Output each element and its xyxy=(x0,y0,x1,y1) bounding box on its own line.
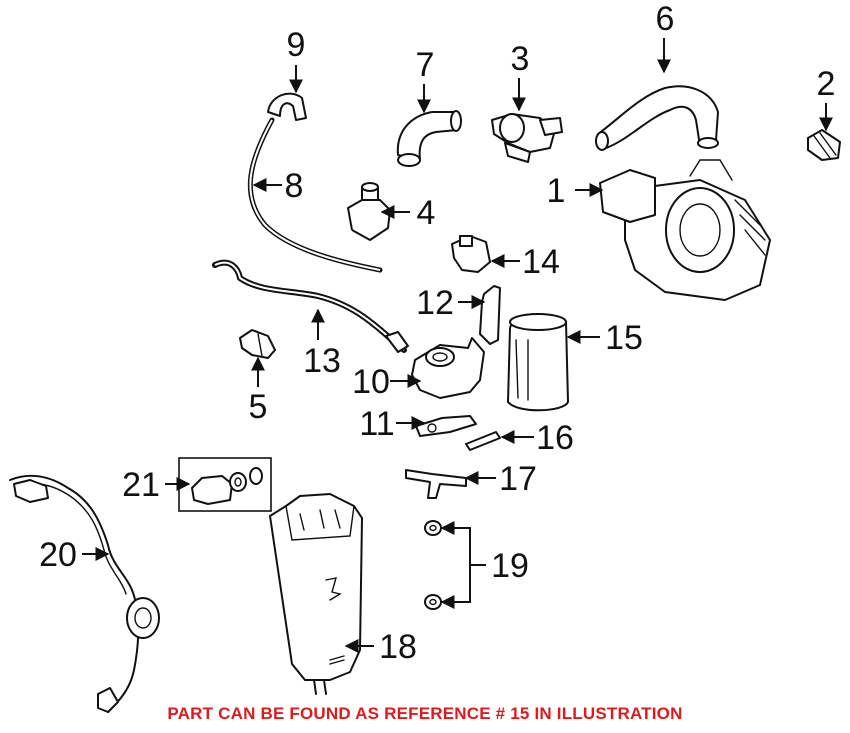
part-12-bracket xyxy=(479,285,501,345)
part-4-check-valve xyxy=(347,182,391,241)
reference-note: PART CAN BE FOUND AS REFERENCE # 15 IN I… xyxy=(167,704,683,723)
callout-numbers: 9 7 3 6 2 1 8 4 14 12 13 15 10 5 11 16 1… xyxy=(39,0,835,666)
callout-16: 16 xyxy=(536,419,574,457)
callout-21: 21 xyxy=(122,466,160,504)
callout-20: 20 xyxy=(39,536,77,574)
callout-10: 10 xyxy=(352,363,390,401)
leader-lines xyxy=(82,38,833,653)
callout-3: 3 xyxy=(511,40,530,78)
callout-2: 2 xyxy=(817,65,836,103)
part-20-line-assembly xyxy=(9,474,160,713)
part-19-grommets xyxy=(424,520,442,610)
part-3-valve-fitting xyxy=(491,113,563,163)
part-5-valve xyxy=(239,329,276,359)
callout-4: 4 xyxy=(417,194,436,232)
part-6-hose xyxy=(595,85,719,151)
part-11-gasket xyxy=(415,415,477,437)
part-1-air-pump xyxy=(599,159,771,301)
callout-8: 8 xyxy=(285,167,304,205)
callout-13: 13 xyxy=(303,342,341,380)
callout-9: 9 xyxy=(287,26,306,64)
part-21-connector-kit xyxy=(178,457,272,512)
part-17-tee-fitting xyxy=(405,469,467,499)
part-9-elbow xyxy=(267,92,307,121)
callout-17: 17 xyxy=(499,460,537,498)
part-18-charcoal-canister xyxy=(269,493,363,695)
callout-18: 18 xyxy=(379,628,417,666)
part-2-valve xyxy=(807,129,841,161)
callout-11: 11 xyxy=(359,405,394,443)
callout-19: 19 xyxy=(491,547,529,585)
callout-5: 5 xyxy=(249,388,268,426)
part-7-elbow-hose xyxy=(396,110,462,167)
part-15-filter-housing xyxy=(507,313,569,412)
callout-12: 12 xyxy=(416,284,454,322)
callout-7: 7 xyxy=(416,46,435,84)
callout-15: 15 xyxy=(605,319,643,357)
part-16-pin xyxy=(465,431,501,451)
part-13-air-tube xyxy=(212,259,409,353)
part-10-valve-housing xyxy=(411,337,485,399)
callout-1: 1 xyxy=(547,172,566,210)
part-8-vacuum-line xyxy=(247,117,383,273)
part-14-sensor xyxy=(451,235,491,273)
callout-6: 6 xyxy=(656,0,675,38)
callout-14: 14 xyxy=(522,243,560,281)
